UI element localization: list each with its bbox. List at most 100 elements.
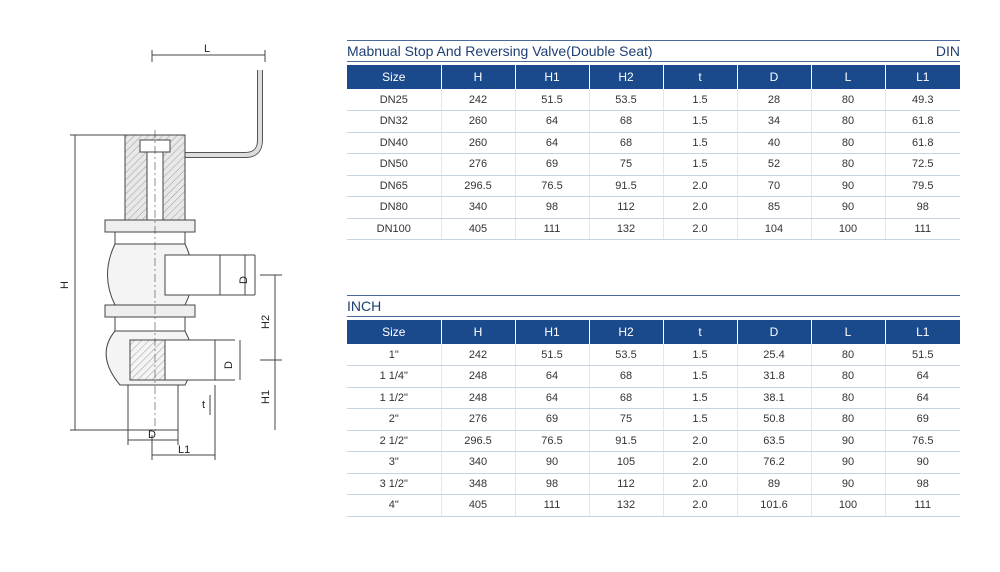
table-cell: 3" <box>347 451 441 474</box>
table-cell: 89 <box>736 473 811 495</box>
inch-title-row: INCH <box>347 295 960 317</box>
table-cell: 75 <box>588 153 663 176</box>
table-cell: 1.5 <box>662 89 737 111</box>
column-header: L1 <box>884 65 960 89</box>
table-cell: 2" <box>347 408 441 431</box>
table-cell: 38.1 <box>736 387 811 409</box>
column-header: L <box>810 320 885 344</box>
table-cell: 31.8 <box>736 365 811 388</box>
column-header: t <box>662 65 737 89</box>
table-cell: 80 <box>810 153 885 176</box>
table-cell: 76.2 <box>736 451 811 474</box>
table-cell: 98 <box>514 196 589 219</box>
table-cell: 1.5 <box>662 110 737 133</box>
table-cell: 53.5 <box>588 344 663 366</box>
table-cell: 63.5 <box>736 430 811 452</box>
column-header: H2 <box>588 65 663 89</box>
table-cell: 80 <box>810 110 885 133</box>
table-cell: 68 <box>588 110 663 133</box>
table-cell: 28 <box>736 89 811 111</box>
table-cell: 4" <box>347 494 441 517</box>
table-cell: 34 <box>736 110 811 133</box>
din-title: Mabnual Stop And Reversing Valve(Double … <box>347 43 653 59</box>
table-cell: 405 <box>440 218 515 240</box>
table-cell: 2.0 <box>662 430 737 452</box>
table-cell: 68 <box>588 365 663 388</box>
table-cell: 70 <box>736 175 811 197</box>
table-cell: 80 <box>810 132 885 154</box>
table-cell: 79.5 <box>884 175 960 197</box>
dim-label-H: H <box>60 281 71 289</box>
table-cell: 80 <box>810 408 885 431</box>
table-cell: 340 <box>440 196 515 219</box>
table-cell: 242 <box>440 344 515 366</box>
table-cell: 76.5 <box>514 430 589 452</box>
table-cell: 64 <box>514 132 589 154</box>
table-cell: 100 <box>810 494 885 517</box>
table-cell: 64 <box>514 110 589 133</box>
table-cell: DN65 <box>347 175 441 197</box>
table-cell: 1 1/2" <box>347 387 441 409</box>
table-cell: 2.0 <box>662 494 737 517</box>
table-cell: DN25 <box>347 89 441 111</box>
table-cell: 80 <box>810 365 885 388</box>
table-cell: 61.8 <box>884 132 960 154</box>
table-cell: 90 <box>810 196 885 219</box>
table-cell: 104 <box>736 218 811 240</box>
table-cell: DN32 <box>347 110 441 133</box>
table-cell: 1" <box>347 344 441 366</box>
table-cell: 68 <box>588 132 663 154</box>
table-cell: 405 <box>440 494 515 517</box>
table-cell: 248 <box>440 387 515 409</box>
table-cell: 2.0 <box>662 473 737 495</box>
valve-drawing: L H H2 H1 D D D L1 t <box>59 40 310 470</box>
table-cell: 100 <box>810 218 885 240</box>
table-cell: 90 <box>514 451 589 474</box>
table-cell: 111 <box>514 218 589 240</box>
dim-label-D-bottom: D <box>148 429 156 441</box>
table-cell: 296.5 <box>440 430 515 452</box>
inch-title: INCH <box>347 298 382 314</box>
table-cell: 1.5 <box>662 132 737 154</box>
table-cell: 69 <box>884 408 960 431</box>
table-cell: 348 <box>440 473 515 495</box>
table-cell: 276 <box>440 153 515 176</box>
table-cell: 51.5 <box>514 344 589 366</box>
table-cell: 90 <box>810 175 885 197</box>
table-cell: 340 <box>440 451 515 474</box>
table-cell: 40 <box>736 132 811 154</box>
table-cell: 64 <box>884 365 960 388</box>
table-cell: 69 <box>514 408 589 431</box>
table-cell: 98 <box>884 196 960 219</box>
table-cell: 1.5 <box>662 344 737 366</box>
table-cell: 105 <box>588 451 663 474</box>
table-cell: 276 <box>440 408 515 431</box>
dim-label-t: t <box>202 399 205 411</box>
column-header: L1 <box>884 320 960 344</box>
column-header: H2 <box>588 320 663 344</box>
table-cell: 85 <box>736 196 811 219</box>
table-cell: 69 <box>514 153 589 176</box>
table-cell: 111 <box>884 494 960 517</box>
din-spec-section: Mabnual Stop And Reversing Valve(Double … <box>347 40 960 240</box>
table-cell: 111 <box>884 218 960 240</box>
table-cell: 1.5 <box>662 408 737 431</box>
column-header: t <box>662 320 737 344</box>
table-cell: 51.5 <box>514 89 589 111</box>
table-cell: 50.8 <box>736 408 811 431</box>
table-cell: 80 <box>810 387 885 409</box>
column-header: D <box>736 320 811 344</box>
din-standard-label: DIN <box>935 43 960 59</box>
table-cell: 76.5 <box>514 175 589 197</box>
